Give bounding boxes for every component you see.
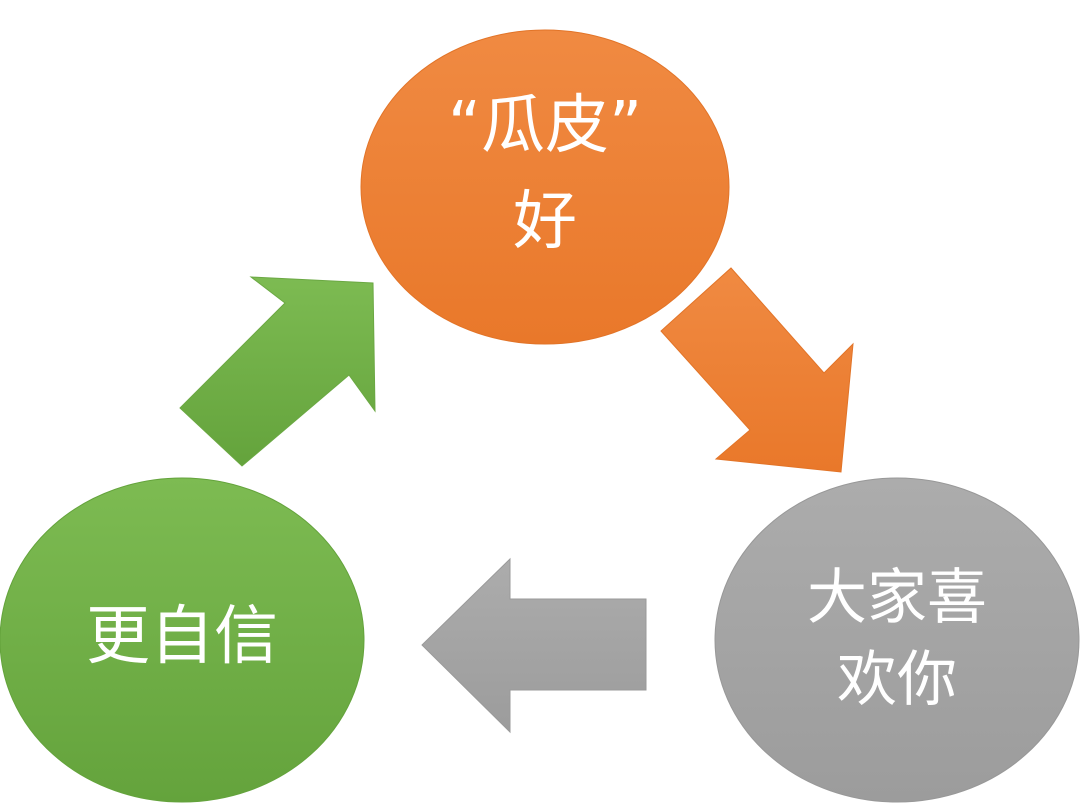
node-left: 更自信 (0, 477, 365, 803)
node-left-circle (0, 477, 365, 803)
node-right: 大家喜 欢你 (714, 477, 1080, 803)
node-top-label-line1: “瓜皮” (448, 89, 642, 163)
node-right-label-line2: 欢你 (837, 645, 957, 715)
node-top-label-line2: 好 (513, 185, 577, 259)
arrow-left-to-top (179, 276, 376, 467)
node-right-circle (714, 477, 1080, 803)
node-top-circle (360, 29, 730, 345)
arrow-top-to-right (660, 267, 854, 473)
node-top: “瓜皮” 好 (360, 29, 730, 345)
arrow-right-to-left (421, 557, 647, 734)
node-right-label-line1: 大家喜 (807, 563, 987, 633)
node-left-label: 更自信 (86, 600, 278, 674)
